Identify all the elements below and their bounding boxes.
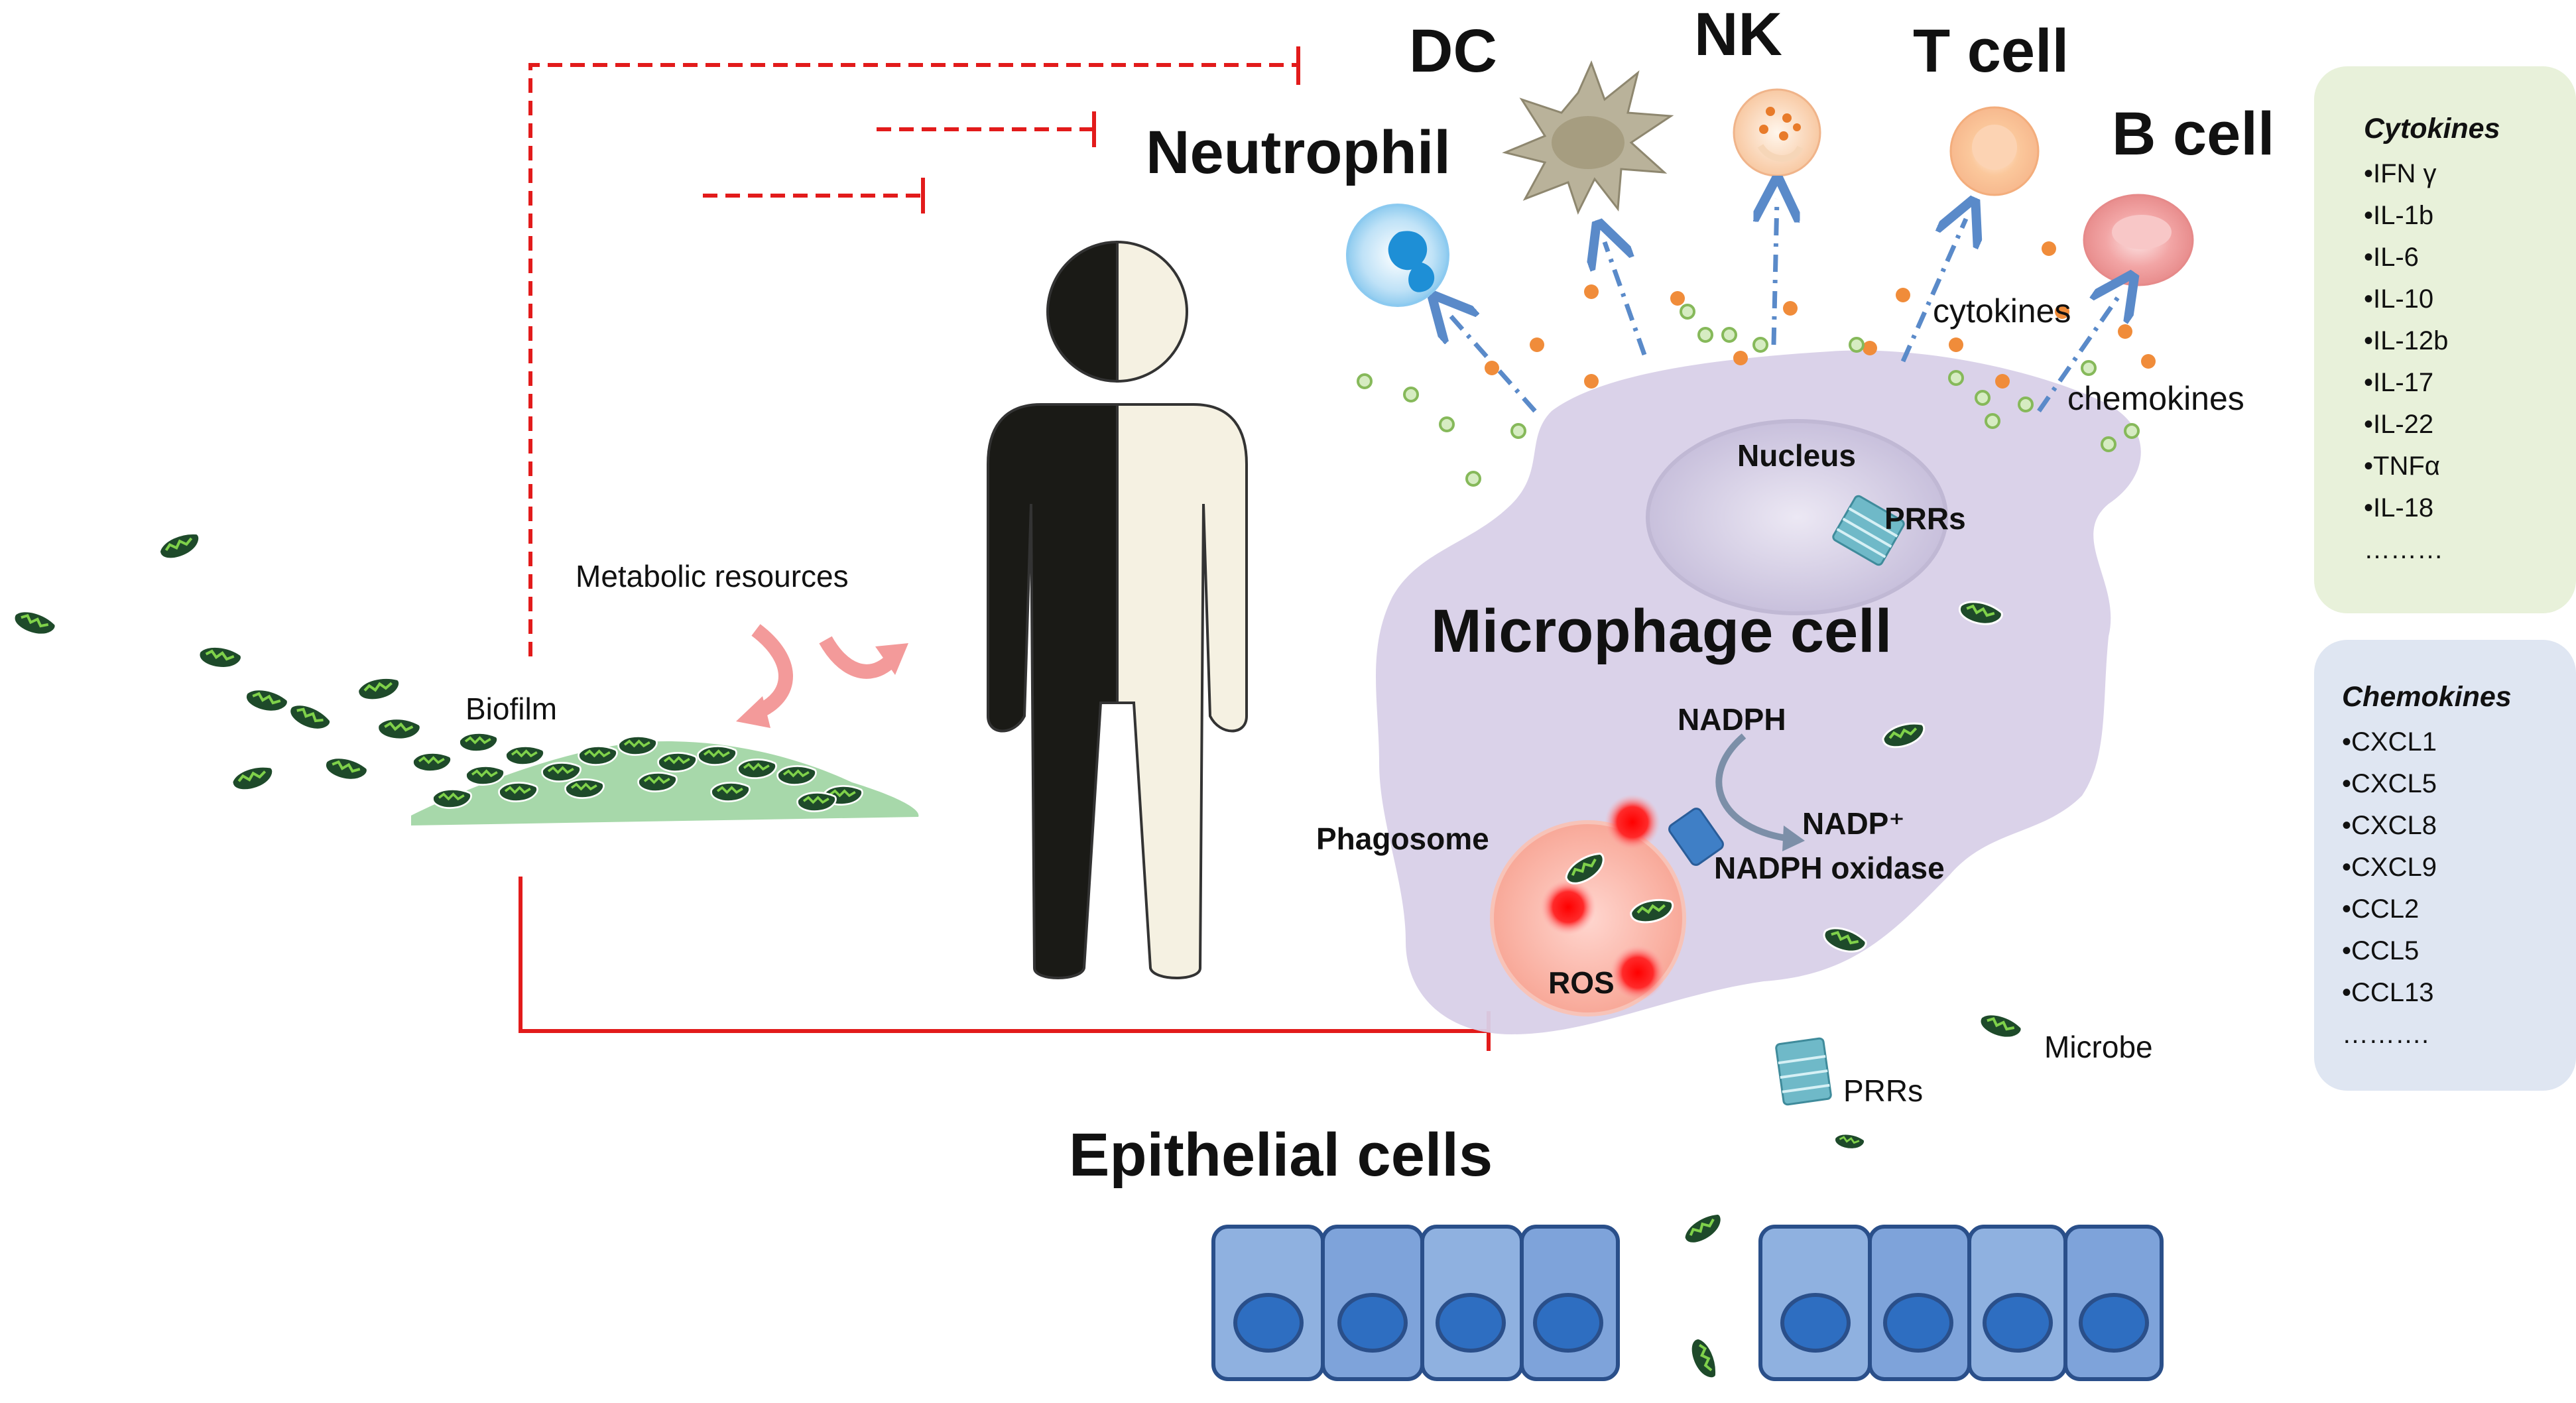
epithelial-layer-right: [1758, 1225, 2164, 1381]
label-phagosome: Phagosome: [1316, 822, 1489, 856]
label-t-cell: T cell: [1913, 17, 2069, 85]
label-chemokines: chemokines: [2067, 380, 2244, 417]
list-item: •IL-18: [2364, 493, 2434, 522]
list-item: •CCL2: [2342, 894, 2420, 924]
label-epithelial-cells: Epithelial cells: [1069, 1121, 1493, 1189]
cytokines-panel-title: Cytokines: [2364, 113, 2500, 145]
label-nadph-oxidase: NADPH oxidase: [1714, 851, 1945, 885]
chemokines-list: •CXCL1 •CXCL5 •CXCL8 •CXCL9 •CCL2 •CCL5 •CCL13…: [2342, 721, 2576, 1056]
metabolic-arrow-right: [819, 636, 897, 679]
label-nucleus: Nucleus: [1737, 438, 1856, 473]
label-nk: NK: [1694, 1, 1782, 68]
label-nadph: NADPH: [1678, 702, 1786, 737]
ros-dot: [1610, 945, 1666, 1001]
cytokines-list: •IFN γ •IL-1b •IL-6 •IL-10 •IL-12b •IL-17 •IL-…: [2364, 153, 2576, 571]
label-ros: ROS: [1548, 965, 1615, 1000]
label-macrophage: Microphage cell: [1431, 597, 1892, 665]
list-item: •IL-10: [2364, 284, 2434, 314]
label-neutrophil: Neutrophil: [1146, 119, 1451, 186]
label-b-cell: B cell: [2112, 100, 2275, 168]
nadph-oxidase-icon: [1668, 808, 1724, 866]
list-item: ……….: [2342, 1020, 2429, 1049]
chemokines-panel-title: Chemokines: [2342, 681, 2512, 713]
list-item: •CCL13: [2342, 978, 2434, 1007]
nadph-conversion-arrow: [1715, 733, 1791, 842]
list-item: •CXCL9: [2342, 853, 2437, 882]
label-microbe: Microbe: [2044, 1030, 2153, 1064]
list-item: ………: [2364, 535, 2443, 564]
list-item: •CXCL1: [2342, 727, 2437, 757]
cytokines-panel: Cytokines •IFN γ •IL-1b •IL-6 •IL-10 •IL-12b…: [2314, 66, 2576, 613]
nk-cell: [1733, 88, 1821, 177]
label-prrs-outside: PRRs: [1843, 1073, 1924, 1108]
ros-dot: [1540, 879, 1596, 935]
human-figure: [987, 240, 1248, 979]
list-item: •IL-22: [2364, 410, 2434, 439]
list-item: •IL-12b: [2364, 326, 2449, 355]
list-item: •IFN γ: [2364, 159, 2437, 188]
label-cytokines: cytokines: [1933, 292, 2071, 330]
list-item: •CXCL5: [2342, 769, 2437, 798]
label-dc: DC: [1409, 17, 1497, 85]
nucleus: [1646, 419, 1948, 615]
epithelial-layer-left: [1211, 1225, 1620, 1381]
inhibition-line-top: [528, 63, 1298, 656]
ros-dot: [1605, 794, 1660, 850]
list-item: •IL-1b: [2364, 201, 2434, 230]
recruitment-arrows: [1447, 199, 2122, 413]
prrs-receptor-outside: [1775, 1037, 1832, 1106]
list-item: •IL-6: [2364, 243, 2419, 272]
list-item: •TNFα: [2364, 452, 2440, 481]
prrs-receptor-inside: [1832, 495, 1905, 566]
label-prrs-inside: PRRs: [1884, 501, 1966, 536]
label-nadp: NADP⁺: [1802, 806, 1905, 841]
list-item: •IL-17: [2364, 368, 2434, 397]
inhibition-lines: [519, 46, 1491, 1051]
list-item: •CCL5: [2342, 936, 2420, 965]
cytokine-particles: [1485, 241, 2156, 389]
list-item: •CXCL8: [2342, 811, 2437, 840]
label-metabolic-resources: Metabolic resources: [576, 559, 849, 593]
label-biofilm: Biofilm: [465, 692, 558, 726]
chemokine-particles: [1357, 304, 2140, 487]
metabolic-arrow-left: [751, 624, 793, 720]
chemokines-panel: Chemokines •CXCL1 •CXCL5 •CXCL8 •CXCL9 •CCL2…: [2314, 640, 2576, 1091]
inhibition-line-bottom: [519, 877, 1489, 1033]
